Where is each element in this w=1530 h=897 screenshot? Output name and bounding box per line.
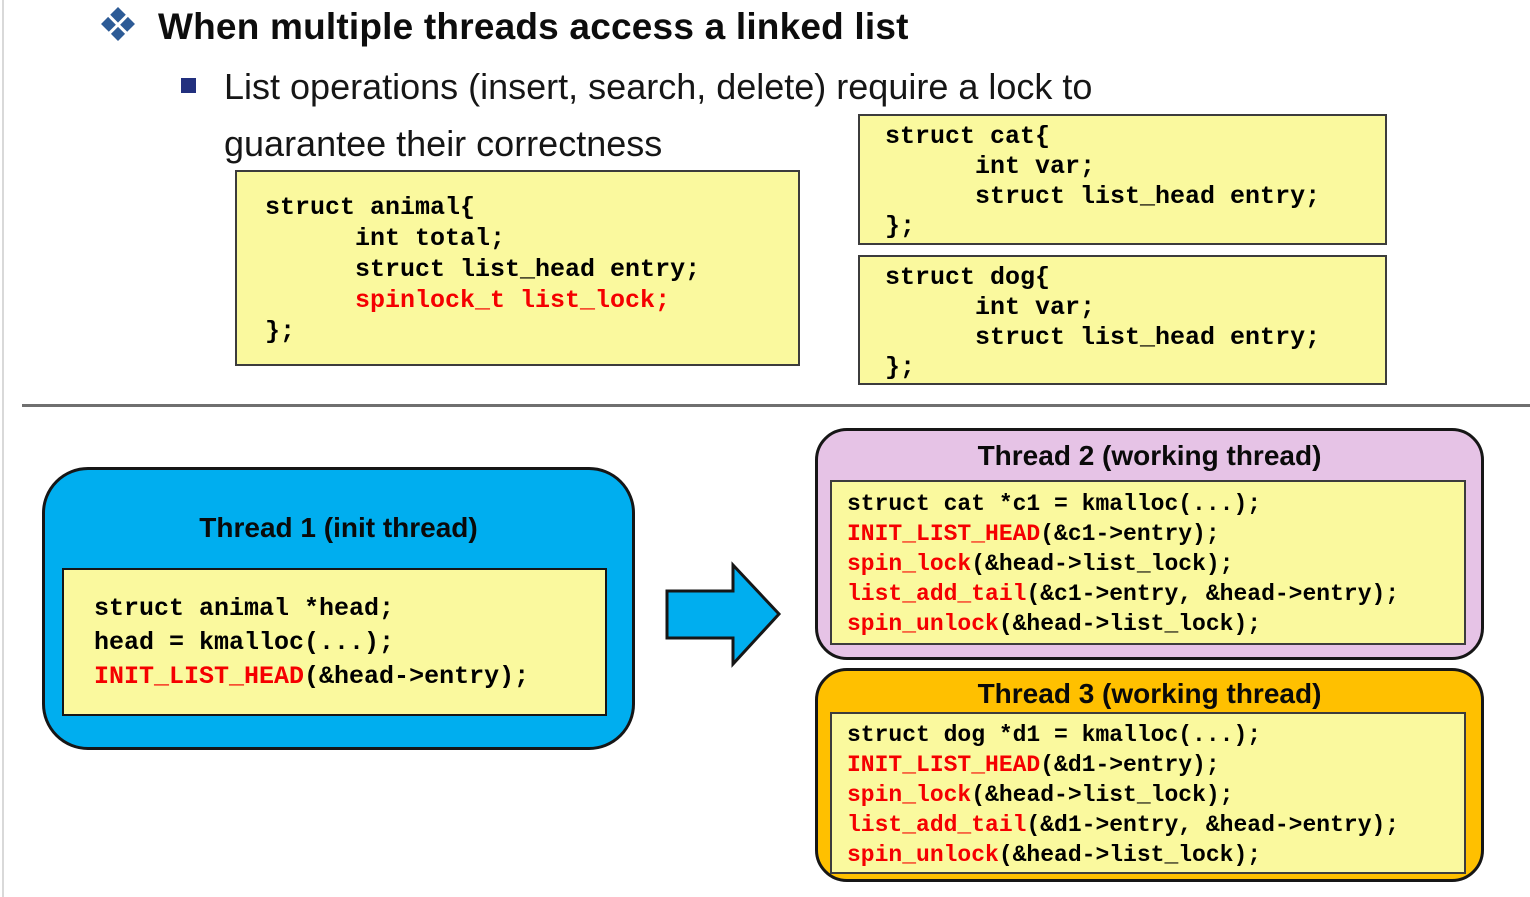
code-line: struct animal{ bbox=[265, 192, 798, 223]
code-line: struct dog{ bbox=[885, 263, 1385, 293]
code-segment bbox=[265, 286, 355, 315]
code-segment: int var; bbox=[885, 152, 1096, 181]
code-segment: struct dog *d1 = kmalloc(...); bbox=[847, 722, 1262, 748]
code-segment-highlight: INIT_LIST_HEAD bbox=[847, 521, 1041, 547]
code-line: INIT_LIST_HEAD(&head->entry); bbox=[94, 660, 605, 694]
code-segment: int var; bbox=[885, 293, 1096, 322]
code-segment: (&head->entry); bbox=[304, 662, 530, 691]
code-line: INIT_LIST_HEAD(&c1->entry); bbox=[847, 519, 1464, 549]
subtitle-line-2: guarantee their correctness bbox=[224, 123, 663, 164]
code-segment-highlight: list_add_tail bbox=[847, 581, 1027, 607]
square-bullet-icon bbox=[181, 78, 196, 93]
code-line: int var; bbox=[885, 152, 1385, 182]
code-segment: (&head->list_lock); bbox=[971, 782, 1234, 808]
code-line: struct cat *c1 = kmalloc(...); bbox=[847, 489, 1464, 519]
code-segment-highlight: INIT_LIST_HEAD bbox=[847, 752, 1041, 778]
code-segment: (&c1->entry, &head->entry); bbox=[1026, 581, 1400, 607]
code-segment: int total; bbox=[265, 224, 506, 253]
code-line: }; bbox=[265, 316, 798, 347]
code-segment-highlight: spin_lock bbox=[847, 782, 972, 808]
code-segment: (&head->list_lock); bbox=[998, 611, 1262, 637]
code-segment: struct list_head entry; bbox=[885, 182, 1321, 211]
section-divider bbox=[22, 404, 1530, 407]
thread1-codebox: struct animal *head; head = kmalloc(...)… bbox=[62, 568, 607, 716]
code-line: INIT_LIST_HEAD(&d1->entry); bbox=[847, 750, 1464, 780]
code-line: spin_lock(&head->list_lock); bbox=[847, 780, 1464, 810]
code-line: struct dog *d1 = kmalloc(...); bbox=[847, 720, 1464, 750]
slide-left-border bbox=[2, 0, 4, 897]
code-segment-highlight: spin_lock bbox=[847, 551, 972, 577]
code-segment: }; bbox=[885, 212, 916, 241]
thread2-title: Thread 2 (working thread) bbox=[977, 440, 1322, 471]
code-segment: struct list_head entry; bbox=[265, 255, 701, 284]
code-line: }; bbox=[885, 212, 1385, 242]
code-line: struct cat{ bbox=[885, 122, 1385, 152]
code-line: struct list_head entry; bbox=[265, 254, 798, 285]
diamond-bullet-icon bbox=[101, 7, 135, 41]
code-segment: }; bbox=[265, 317, 296, 346]
code-segment-highlight: spin_unlock bbox=[847, 611, 999, 637]
code-line: head = kmalloc(...); bbox=[94, 626, 605, 660]
code-line: spin_unlock(&head->list_lock); bbox=[847, 840, 1464, 870]
subtitle: List operations (insert, search, delete)… bbox=[224, 58, 1092, 172]
struct-cat-codebox: struct cat{ int var; struct list_head en… bbox=[858, 114, 1387, 245]
thread2-codebox: struct cat *c1 = kmalloc(...); INIT_LIST… bbox=[830, 480, 1466, 645]
code-line: spin_unlock(&head->list_lock); bbox=[847, 609, 1464, 639]
code-segment-highlight: list_add_tail bbox=[847, 812, 1027, 838]
code-segment: (&d1->entry); bbox=[1040, 752, 1220, 778]
code-segment-highlight: spinlock_t list_lock; bbox=[355, 286, 671, 315]
code-segment: (&d1->entry, &head->entry); bbox=[1026, 812, 1400, 838]
code-segment: head = kmalloc(...); bbox=[94, 628, 395, 657]
code-line: list_add_tail(&d1->entry, &head->entry); bbox=[847, 810, 1464, 840]
code-segment: struct cat{ bbox=[885, 122, 1051, 151]
code-line: int total; bbox=[265, 223, 798, 254]
code-segment: struct dog{ bbox=[885, 263, 1051, 292]
code-segment: struct cat *c1 = kmalloc(...); bbox=[847, 491, 1262, 517]
code-segment: struct animal *head; bbox=[94, 594, 395, 623]
code-segment: struct list_head entry; bbox=[885, 323, 1321, 352]
struct-dog-codebox: struct dog{ int var; struct list_head en… bbox=[858, 255, 1387, 385]
code-segment: (&c1->entry); bbox=[1040, 521, 1220, 547]
struct-animal-codebox: struct animal{ int total; struct list_he… bbox=[235, 170, 800, 366]
code-segment-highlight: INIT_LIST_HEAD bbox=[94, 662, 305, 691]
thread3-title: Thread 3 (working thread) bbox=[977, 678, 1322, 709]
code-line: }; bbox=[885, 353, 1385, 383]
right-arrow-icon bbox=[665, 561, 782, 668]
code-line: struct list_head entry; bbox=[885, 323, 1385, 353]
thread1-title: Thread 1 (init thread) bbox=[199, 512, 478, 543]
slide-title: When multiple threads access a linked li… bbox=[158, 6, 909, 47]
code-segment: }; bbox=[885, 353, 916, 382]
code-line: spinlock_t list_lock; bbox=[265, 285, 798, 316]
code-segment-highlight: spin_unlock bbox=[847, 842, 999, 868]
code-line: list_add_tail(&c1->entry, &head->entry); bbox=[847, 579, 1464, 609]
code-line: int var; bbox=[885, 293, 1385, 323]
code-line: struct animal *head; bbox=[94, 592, 605, 626]
subtitle-line-1: List operations (insert, search, delete)… bbox=[224, 66, 1093, 107]
code-segment: (&head->list_lock); bbox=[998, 842, 1262, 868]
code-line: struct list_head entry; bbox=[885, 182, 1385, 212]
thread3-codebox: struct dog *d1 = kmalloc(...); INIT_LIST… bbox=[830, 712, 1466, 874]
code-line: spin_lock(&head->list_lock); bbox=[847, 549, 1464, 579]
code-segment: struct animal{ bbox=[265, 193, 476, 222]
code-segment: (&head->list_lock); bbox=[971, 551, 1234, 577]
